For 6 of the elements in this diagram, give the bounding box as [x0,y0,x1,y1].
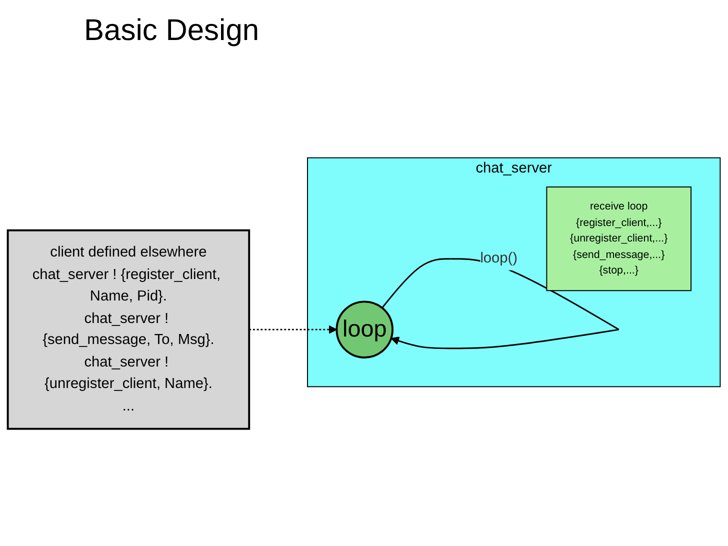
arrow [249,324,338,334]
edge-label: loop() [480,250,518,266]
node-box: receive loop {register_client,...} {unregister_client,...} {send_message,...} {stop,...} [546,186,692,291]
node-box: client defined elsewhere chat_server ! {register_client, Name, Pid}. chat_server ! {send_message, To, Msg}. chat_server ! {unregister_client, Name}. ... [6,229,250,430]
node-circle: loop [336,300,394,358]
slide-title: Basic Design [84,14,260,49]
